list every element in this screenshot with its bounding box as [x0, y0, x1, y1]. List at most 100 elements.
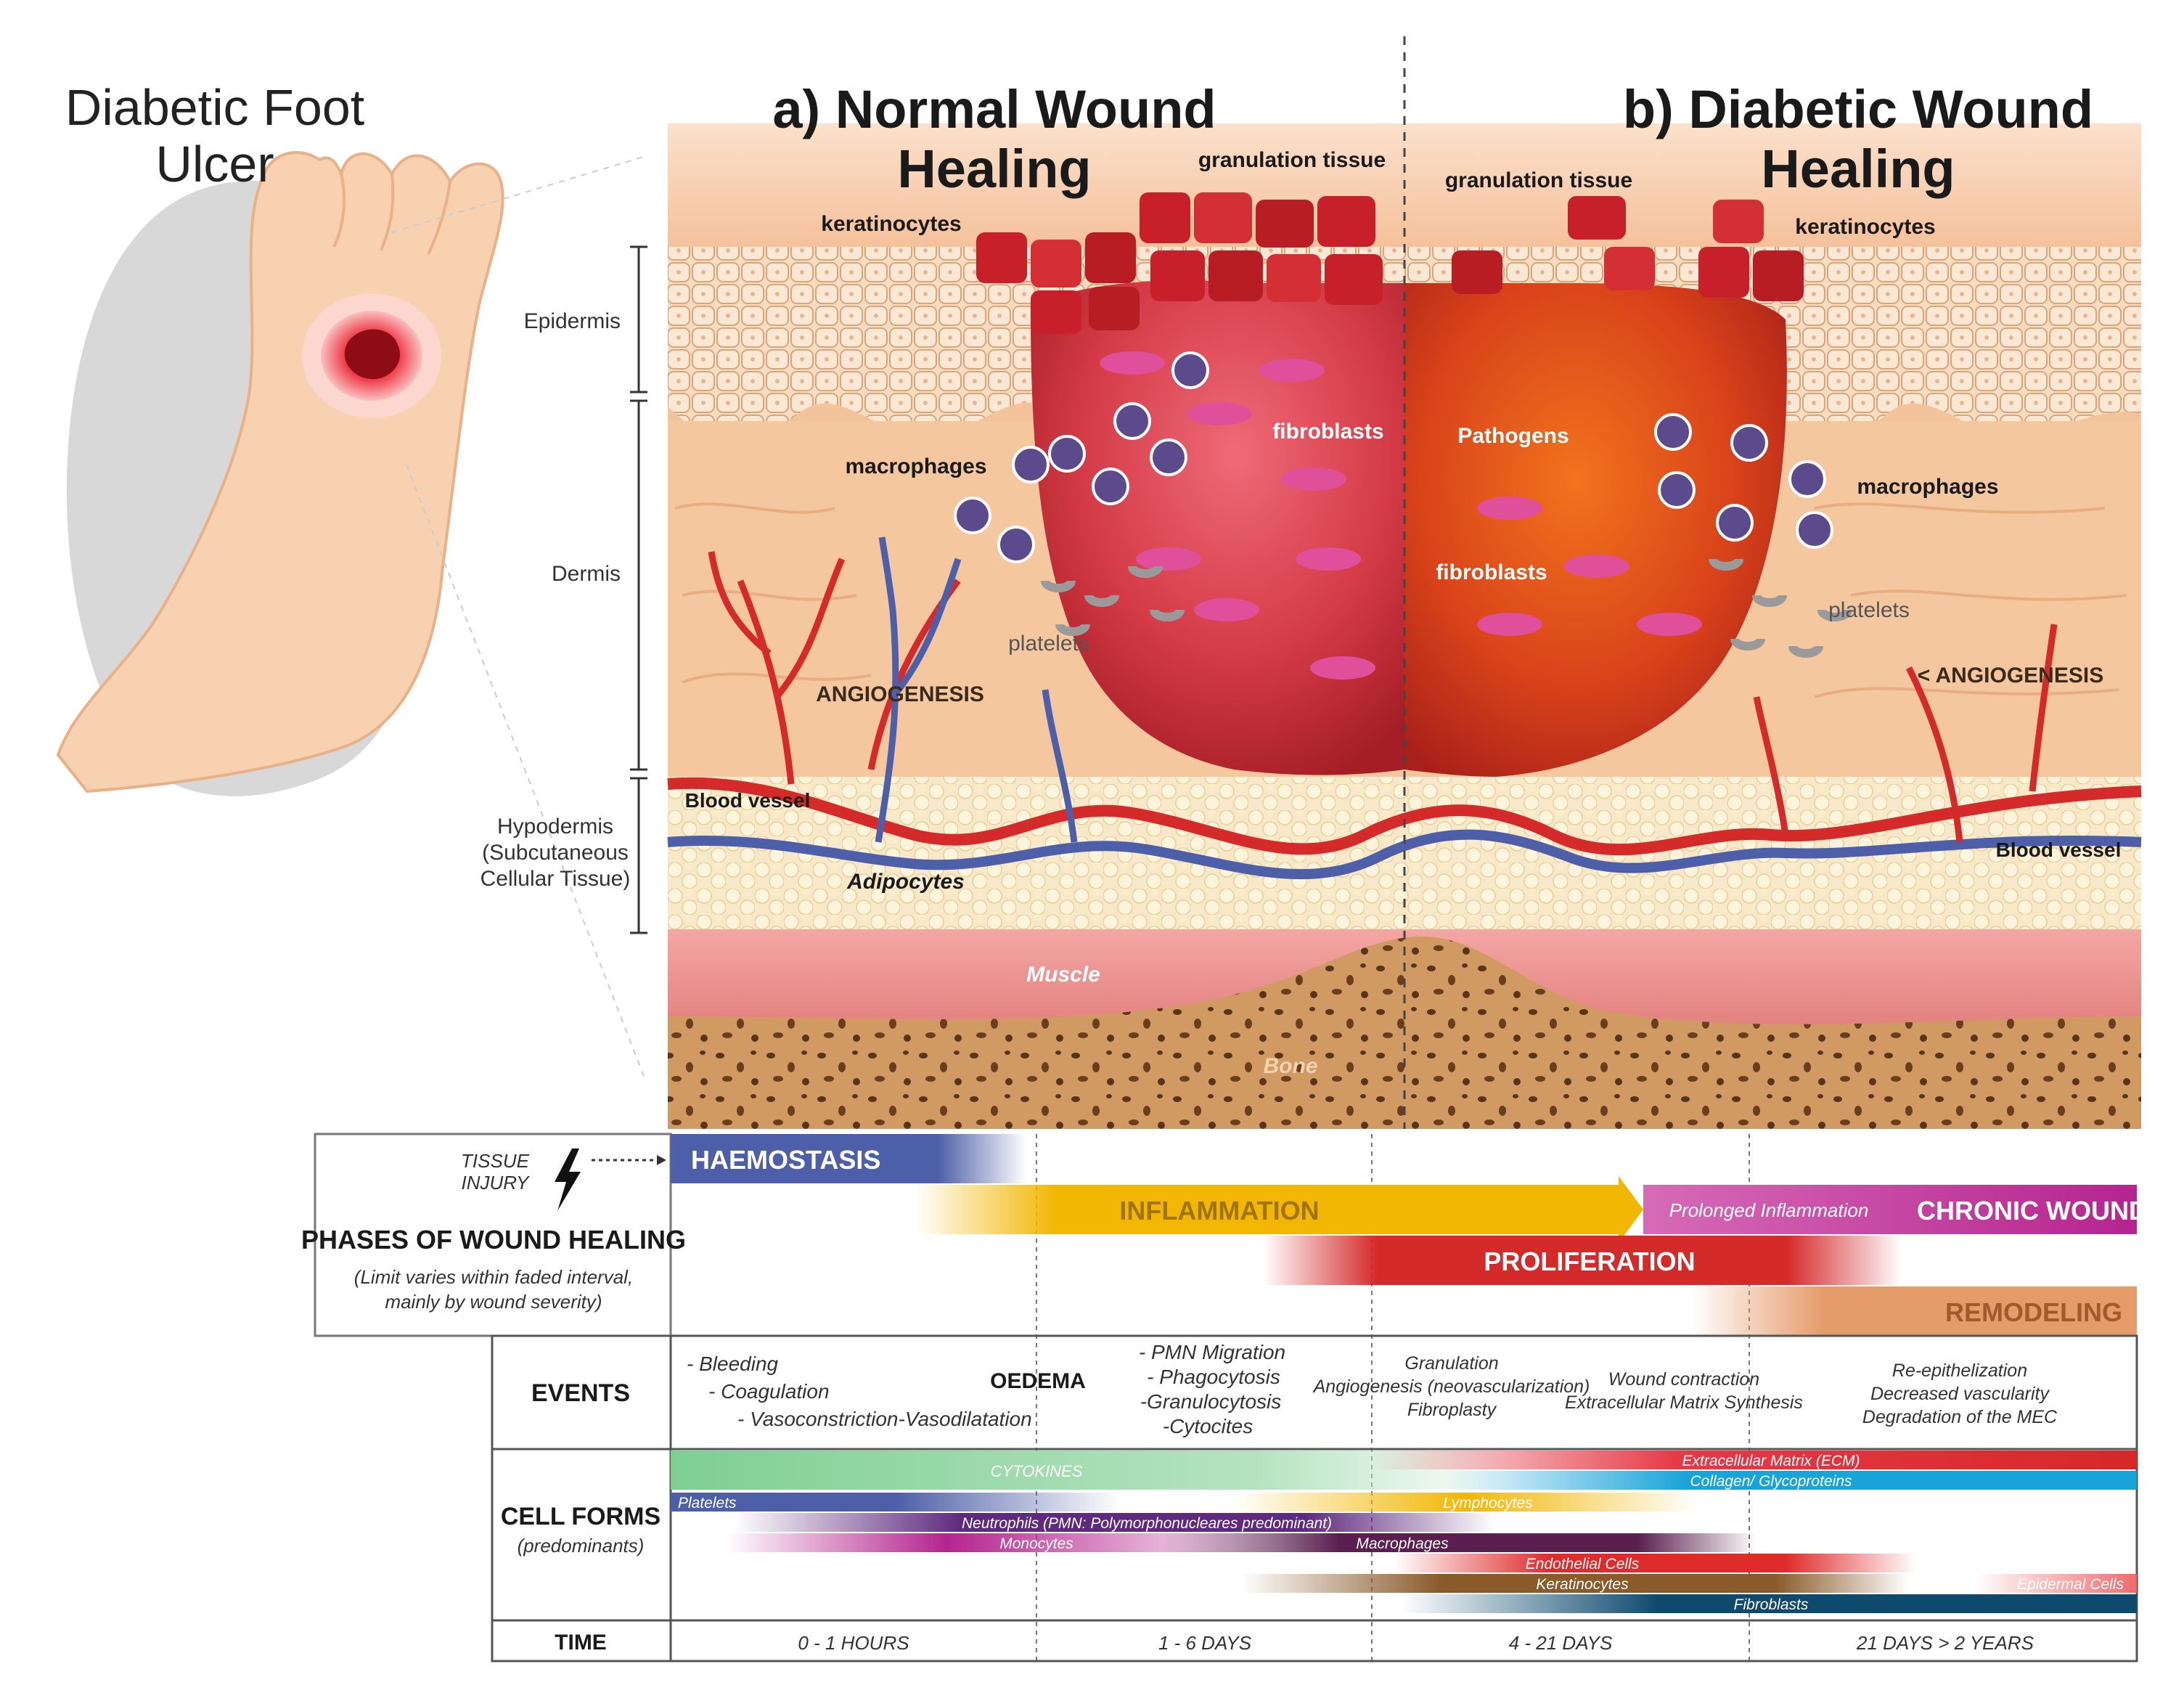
blood-vessel-blue: [667, 829, 2142, 880]
platelet-cell: [1709, 558, 1743, 571]
granulation-tile: [1085, 232, 1136, 283]
macrophage-cell: [1092, 468, 1129, 505]
normal-macrophages-label: macrophages: [845, 454, 986, 478]
tissue-injury-line1: TISSUE: [461, 1150, 530, 1172]
platelet-cell: [1752, 594, 1787, 607]
table-frame: [491, 1334, 2138, 1663]
event-item: Angiogenesis (neovascularization): [1312, 1376, 1590, 1397]
fibroblast-cell: [1281, 468, 1346, 491]
foot-toe-lines: [332, 174, 451, 255]
chronic-wound-label: CHRONIC WOUND: [1917, 1196, 2148, 1225]
event-item: - Bleeding: [687, 1353, 779, 1375]
granulation-tile: [1031, 240, 1081, 287]
phases-header-box: [314, 1133, 672, 1337]
oedema-label: OEDEMA: [990, 1369, 1086, 1393]
platelet-cell: [1150, 608, 1185, 621]
hypodermis-label-3: Cellular Tissue): [480, 867, 631, 891]
granulation-tile: [1267, 254, 1321, 302]
hypodermis-label-2: (Subcutaneous: [482, 841, 629, 865]
event-item: Re-epithelization: [1892, 1360, 2027, 1381]
diabetic-fibroblasts-label: fibroblasts: [1436, 560, 1547, 584]
normal-fibroblasts-label: fibroblasts: [1272, 420, 1383, 444]
angiogenesis-right: [1753, 624, 2058, 843]
macrophage-cell: [1716, 504, 1754, 542]
event-item: Granulation: [1404, 1353, 1498, 1374]
granulation-tile: [1604, 247, 1655, 290]
macrophage-cell: [1796, 511, 1833, 549]
diabetic-title-line1: b) Diabetic Wound: [1623, 79, 2093, 139]
zoom-guide-bottom: [406, 464, 647, 1082]
granulation-tile: [1325, 254, 1383, 305]
macrophage-cell: [997, 526, 1035, 563]
angiogenesis-red: [708, 551, 961, 785]
cell-forms-label: CELL FORMS: [501, 1503, 660, 1530]
granulation-tile: [1698, 247, 1749, 298]
event-item: - Vasoconstriction-Vasodilatation: [737, 1408, 1032, 1430]
injury-arrow-head: [657, 1155, 666, 1165]
granulation-tile: [1150, 250, 1205, 301]
granulation-tile: [976, 232, 1027, 283]
neutrophils-label: Neutrophils (PMN: Polymorphonucleares pr…: [962, 1515, 1332, 1532]
chronic-bar: [1643, 1185, 2137, 1234]
macrophage-cell: [1113, 402, 1151, 440]
lymphocytes-bar: [1234, 1493, 1698, 1512]
angiogenesis-blue: [875, 537, 1078, 843]
normal-granulation-label: granulation tissue: [1198, 148, 1386, 172]
fibroblast-cell: [1477, 613, 1542, 636]
time-label: TIME: [555, 1631, 607, 1655]
diabetic-platelets-label: platelets: [1828, 598, 1910, 622]
ecm-label: Extracellular Matrix (ECM): [1682, 1453, 1860, 1469]
platelets-cell-label: Platelets: [678, 1495, 737, 1512]
platelet-cell: [1055, 623, 1090, 636]
granulation-tile: [1089, 287, 1140, 330]
macrophage-cell: [1150, 438, 1187, 476]
diabetic-keratinocytes-label: keratinocytes: [1795, 215, 1935, 239]
event-item: - PMN Migration: [1139, 1341, 1285, 1363]
cytokines-label: CYTOKINES: [991, 1462, 1083, 1480]
muscle-label: Muscle: [1026, 963, 1100, 987]
zoom-guide-top: [391, 155, 647, 233]
normal-title-line1: a) Normal Wound: [772, 79, 1216, 139]
granulation-tile: [1568, 196, 1626, 240]
diabetic-blood-vessel-label: Blood vessel: [1996, 839, 2122, 861]
tissue-injury-line2: INJURY: [462, 1172, 531, 1194]
lightning-icon: [555, 1149, 581, 1211]
proliferation-bar: [1263, 1236, 1902, 1285]
macrophages-bar: [1161, 1533, 1756, 1552]
phases-section: TISSUE INJURY PHASES OF WOUND HEALING (L…: [301, 1133, 2148, 1663]
time-value: 21 DAYS > 2 YEARS: [1856, 1632, 2034, 1654]
ulcer-core: [344, 329, 401, 380]
collagen-label: Collagen/ Glycoproteins: [1690, 1473, 1852, 1490]
foot-title-line2: Ulcer: [155, 136, 274, 192]
fibroblast-cell: [1564, 555, 1629, 578]
epidermis-label: Epidermis: [524, 309, 621, 333]
skin-cross-section: [667, 36, 2142, 1129]
granulation-clusters: [976, 192, 1804, 334]
platelet-cells: [1041, 558, 1852, 658]
blood-vessel-red: [667, 777, 2142, 856]
normal-keratinocytes-label: keratinocytes: [821, 212, 961, 236]
events-table: EVENTS - Bleeding - Coagulation - Vasoco…: [491, 1334, 2138, 1663]
event-item: -Cytocites: [1163, 1415, 1253, 1437]
fibroblast-cell: [1194, 598, 1259, 621]
macrophage-cell: [1730, 424, 1768, 462]
platelets-bar: [671, 1493, 1121, 1512]
endothelial-bar: [1394, 1554, 1916, 1572]
foot-panel: Diabetic Foot Ulcer: [56, 79, 647, 1082]
event-item: Fibroplasty: [1407, 1400, 1497, 1420]
platelet-cell: [1817, 608, 1852, 621]
fibroblasts-cell-label: Fibroblasts: [1734, 1596, 1809, 1613]
inflammation-arrow: [1619, 1176, 1643, 1243]
remodeling-bar: [1691, 1286, 2137, 1336]
granulation-tile: [1753, 250, 1804, 301]
diabetic-macrophages-label: macrophages: [1857, 475, 1998, 499]
ecm-bar: [1372, 1451, 2137, 1469]
fibroblasts-bar: [1401, 1594, 2137, 1613]
cytokines-bar: [671, 1451, 1505, 1490]
hypodermis-label-1: Hypodermis: [497, 815, 613, 839]
haemostasis-bar: [671, 1134, 1026, 1183]
cell-forms-sublabel: (predominants): [518, 1535, 645, 1557]
diabetic-pathogens-label: Pathogens: [1457, 424, 1569, 448]
granulation-tile: [1208, 250, 1263, 301]
haemostasis-label: HAEMOSTASIS: [691, 1145, 880, 1175]
